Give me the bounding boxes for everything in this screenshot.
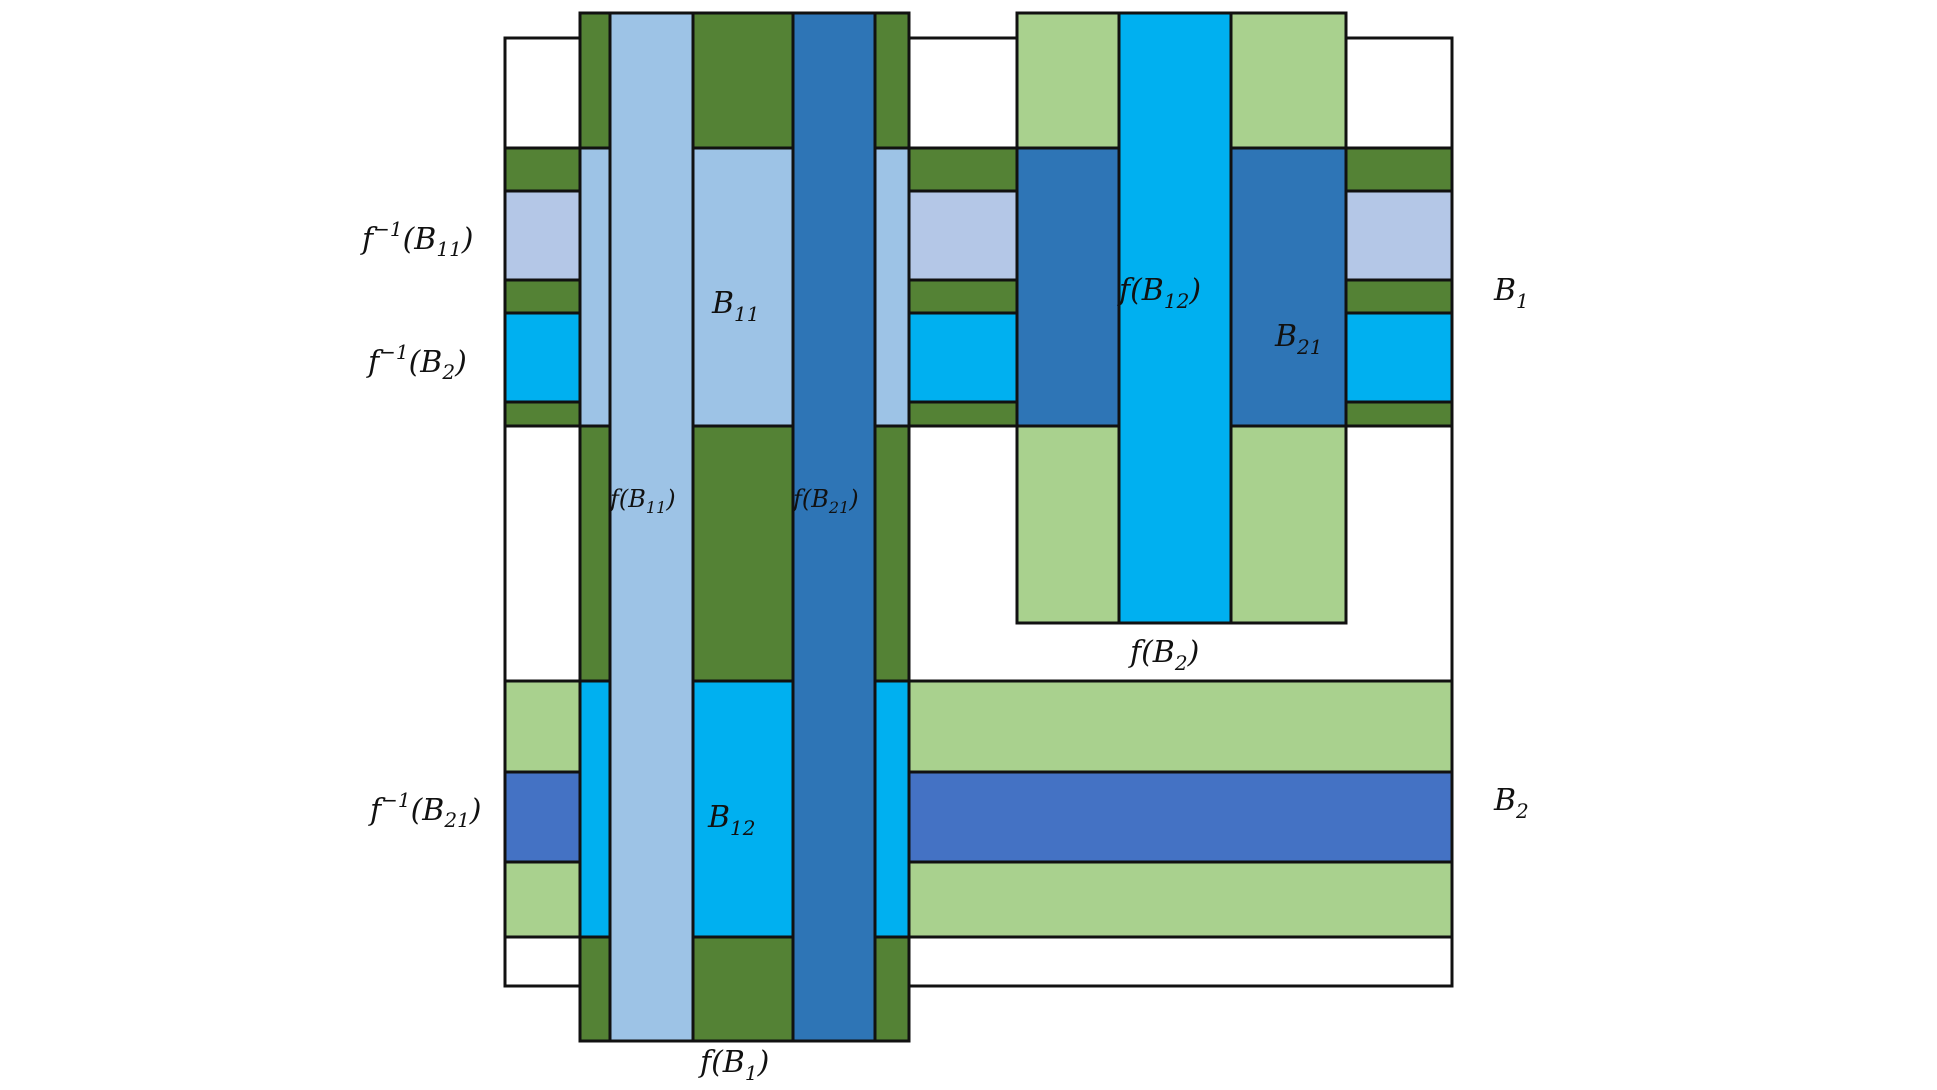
label-image-b1: f(B1) — [698, 1045, 769, 1085]
label-image-b12: f(B12) — [1117, 273, 1201, 313]
label-image-b11: f(B11) — [608, 485, 676, 517]
label-b11: B11 — [711, 286, 760, 326]
band-preimage-b2-left — [503, 311, 582, 404]
label-image-b2: f(B2) — [1128, 635, 1199, 675]
band-light-2-right — [907, 860, 1454, 939]
label-preimage-b11: f−1(B11) — [360, 217, 474, 261]
label-b21: B21 — [1274, 319, 1323, 359]
band-dark-1-mid — [907, 146, 1019, 193]
label-preimage-b2: f−1(B2) — [366, 340, 467, 384]
image-b21-strip — [791, 11, 877, 1043]
label-b1: B1 — [1493, 273, 1529, 313]
band-preimage-b11-right — [1344, 189, 1454, 282]
band-light-1-left — [503, 679, 582, 774]
band-light-1-right — [907, 679, 1454, 774]
band-preimage-b21-right — [907, 770, 1454, 864]
band-dark-3-right — [1344, 400, 1454, 428]
band-preimage-b21-left — [503, 770, 582, 864]
band-preimage-b2-right — [1344, 311, 1454, 404]
band-preimage-b11-left — [503, 189, 582, 282]
band-light-2-left — [503, 860, 582, 939]
band-dark-3-mid — [907, 400, 1019, 428]
image-b11-strip — [608, 11, 695, 1043]
image-b12-strip — [1117, 11, 1233, 625]
band-preimage-b11-mid — [907, 189, 1019, 282]
label-image-b21: f(B21) — [791, 485, 859, 517]
band-dark-3-left — [503, 400, 582, 428]
label-b2: B2 — [1493, 783, 1529, 823]
rectangles-layer — [503, 11, 1454, 1043]
band-dark-1-left — [503, 146, 582, 193]
band-dark-2-right — [1344, 278, 1454, 315]
band-preimage-b2-mid — [907, 311, 1019, 404]
band-dark-1-right — [1344, 146, 1454, 193]
label-b12: B12 — [707, 800, 756, 840]
band-dark-2-left — [503, 278, 582, 315]
band-dark-2-mid — [907, 278, 1019, 315]
label-preimage-b21: f−1(B21) — [368, 788, 482, 832]
